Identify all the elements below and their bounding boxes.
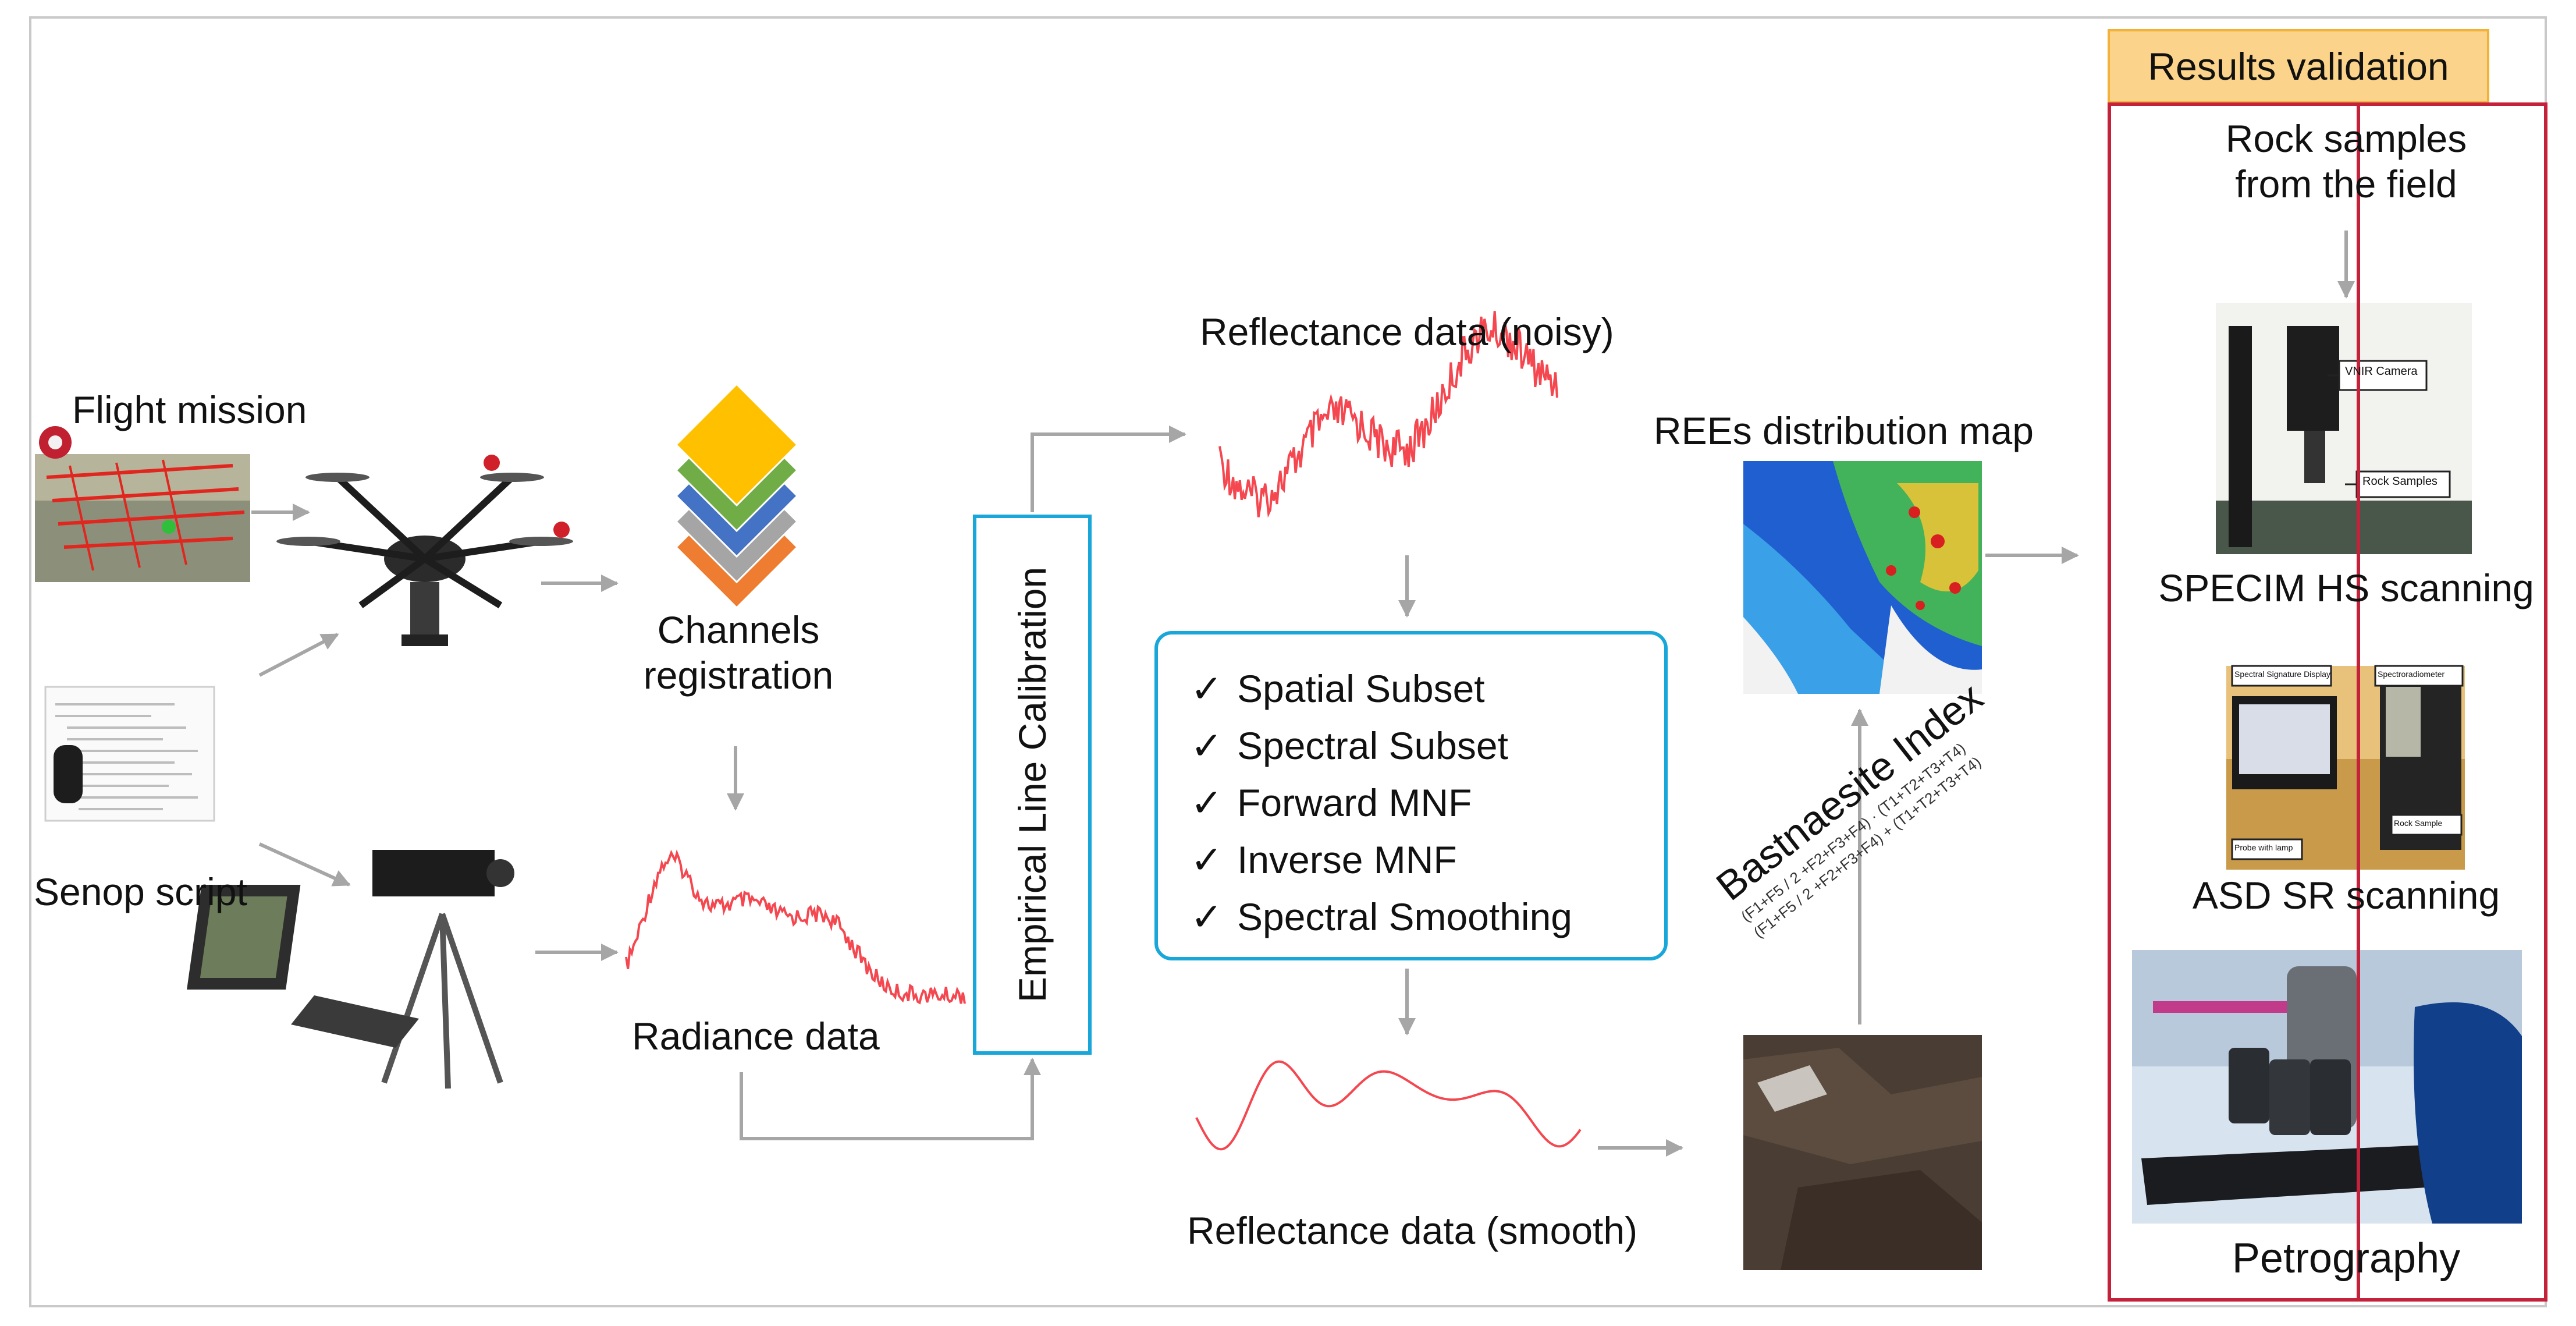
script-document-icon [44, 686, 215, 822]
flow-arrow [258, 633, 339, 677]
senop-script-label: Senop script [34, 870, 247, 913]
vnir-camera-tag: VNIR Camera [2345, 365, 2418, 378]
checkmark-icon: ✓ [1191, 667, 1223, 710]
reflectance-noisy-curve [1218, 311, 1558, 518]
checkmark-icon: ✓ [1191, 895, 1223, 938]
probe-with-lamp-tag: Probe with lamp [2234, 843, 2293, 852]
channels-layer-stack [674, 382, 799, 609]
processing-step: ✓ Spectral Smoothing [1191, 888, 1664, 945]
channel-layer [674, 382, 799, 507]
flow-arrow [258, 842, 351, 887]
preprocessing-steps-list: ✓ Spatial Subset ✓ Spectral Subset ✓ Forward … [1158, 634, 1664, 945]
empirical-line-calibration-box [973, 515, 1092, 1055]
processing-step-label: Spectral Smoothing [1237, 895, 1572, 938]
processing-step-label: Spectral Subset [1237, 724, 1508, 767]
rock-sample-tag: Rock Sample [2394, 818, 2443, 828]
spectroradiometer-tag: Spectroradiometer [2378, 669, 2445, 679]
microscope-photo [2132, 950, 2522, 1224]
empirical-line-calibration-label: Empirical Line Calibration [1011, 566, 1054, 1003]
rees-map-image [1743, 461, 1982, 694]
hyperspectral-camera-laptop-icon [187, 850, 514, 1089]
rock-samples-tag: Rock Samples [2362, 475, 2438, 488]
reflectance-noisy-label: Reflectance data (noisy) [1200, 310, 1614, 353]
processing-step-label: Forward MNF [1237, 781, 1472, 824]
channels-registration-label: Channels registration [602, 608, 875, 699]
checkmark-icon: ✓ [1191, 724, 1223, 767]
reflectance-smooth-label: Reflectance data (smooth) [1187, 1209, 1638, 1252]
rock-samples-line-1: Rock samples [2225, 117, 2467, 160]
asd-sr-scanning-label: ASD SR scanning [2192, 874, 2500, 917]
spectroradiometer-photo [2226, 665, 2465, 870]
petrography-label: Petrography [2232, 1235, 2461, 1282]
flow-arrow [740, 1058, 1041, 1140]
processing-step: ✓ Forward MNF [1191, 774, 1664, 831]
flow-arrow [1031, 426, 1186, 512]
radiance-spectrum-curve [625, 849, 966, 1005]
vnir-scanner-photo [2216, 303, 2472, 554]
preprocessing-steps-box: ✓ Spatial Subset ✓ Spectral Subset ✓ Forward … [1154, 631, 1668, 960]
processing-step-label: Spatial Subset [1237, 667, 1485, 710]
flight-mission-label: Flight mission [72, 388, 307, 431]
rock-samples-label: Rock samples from the field [2153, 116, 2539, 207]
flight-plan-map-icon [35, 426, 250, 582]
checkmark-icon: ✓ [1191, 781, 1223, 824]
processing-step: ✓ Spatial Subset [1191, 660, 1664, 717]
channels-registration-line-1: Channels [657, 608, 820, 651]
spectral-signature-display-tag: Spectral Signature Display [2234, 669, 2330, 679]
checkmark-icon: ✓ [1191, 838, 1223, 881]
processing-step: ✓ Inverse MNF [1191, 831, 1664, 888]
results-validation-title: Results validation [2108, 29, 2489, 104]
drone-icon [276, 455, 573, 646]
specim-hs-scanning-label: SPECIM HS scanning [2158, 566, 2534, 609]
rees-distribution-map-label: REEs distribution map [1654, 409, 2034, 452]
rock-samples-line-2: from the field [2235, 162, 2457, 205]
rock-outcrop-photo [1743, 1035, 1982, 1270]
results-validation-frame [2108, 102, 2547, 1302]
processing-step: ✓ Spectral Subset [1191, 717, 1664, 774]
reflectance-smooth-curve [1195, 1060, 1582, 1151]
processing-step-label: Inverse MNF [1237, 838, 1457, 881]
channels-registration-line-2: registration [643, 653, 834, 697]
radiance-data-label: Radiance data [632, 1015, 880, 1058]
